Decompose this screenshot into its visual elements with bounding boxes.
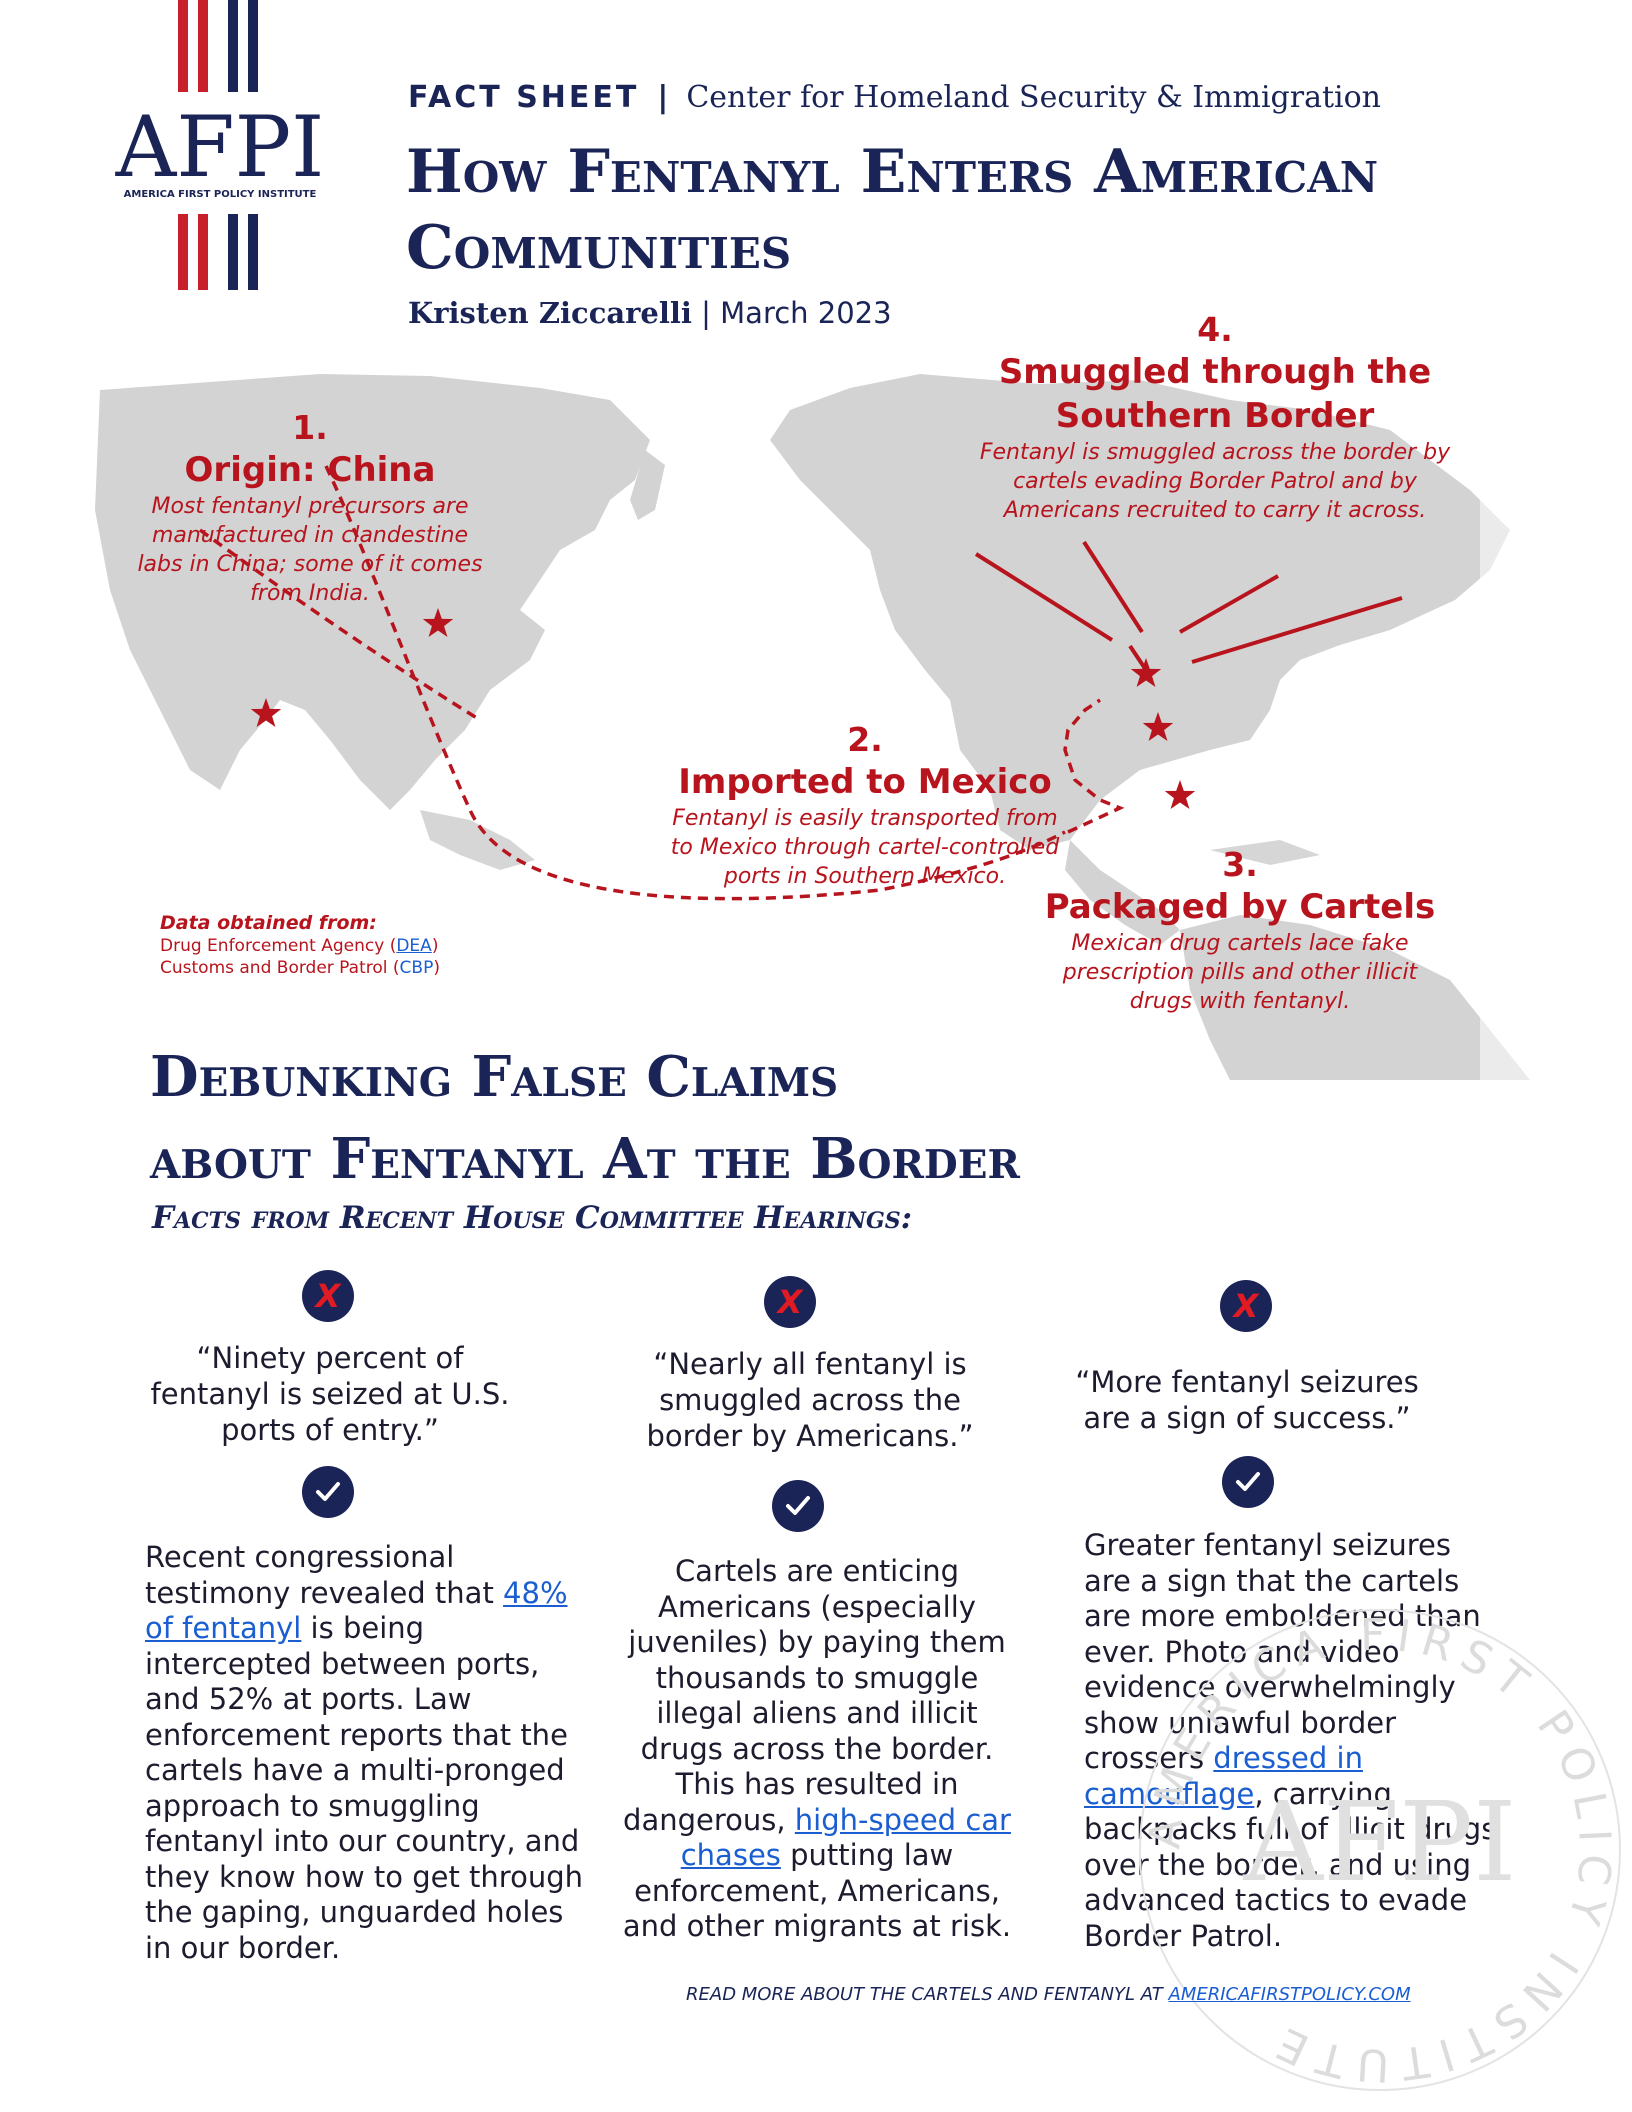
step-description: Fentanyl is easily transported from to M… xyxy=(670,806,1060,889)
sources-colon: : xyxy=(369,912,377,934)
center-name: Center for Homeland Security & Immigrati… xyxy=(686,80,1382,115)
step-title: Smuggled through the Southern Border xyxy=(998,352,1432,436)
false-mark: X xyxy=(315,1277,341,1315)
source-dea: Drug Enforcement Agency (DEA) xyxy=(160,935,440,957)
header-separator: | xyxy=(657,80,669,115)
step-title: Imported to Mexico xyxy=(678,762,1052,802)
publish-date: March 2023 xyxy=(720,296,892,330)
southeast-asia-islands xyxy=(420,810,535,870)
false-claim-x-icon: X xyxy=(764,1276,816,1328)
fact-check-icon xyxy=(1222,1456,1274,1508)
india-star xyxy=(250,698,282,727)
byline-separator: | xyxy=(701,296,711,330)
false-claim-x-icon: X xyxy=(302,1270,354,1322)
fact-text: Recent congressional testimony revealed … xyxy=(145,1540,585,1966)
claim-text: “More fentanyl seizures are a sign of su… xyxy=(1075,1365,1419,1435)
fact-text-start: Cartels are enticing Americans (especial… xyxy=(623,1554,1006,1837)
mexico-star xyxy=(1142,712,1174,741)
debunk-subheading: Facts from Recent House Committee Hearin… xyxy=(152,1200,913,1236)
step-description: Mexican drug cartels lace fake prescript… xyxy=(1062,931,1418,1014)
debunk-heading: Debunking False Claims about Fentanyl At… xyxy=(150,1036,1430,1200)
china-star xyxy=(422,608,454,637)
caribbean xyxy=(1210,840,1320,865)
false-mark: X xyxy=(1233,1287,1259,1325)
source-cbp: Customs and Border Patrol (CBP) xyxy=(160,957,440,979)
south-america-landmass xyxy=(1180,915,1530,1080)
header-line: FACT SHEET | Center for Homeland Security … xyxy=(408,80,1381,115)
debunk-heading-line1: Debunking False Claims xyxy=(150,1044,839,1110)
border-line-2 xyxy=(1082,540,1144,634)
step-packaged-by-cartels: 3. Packaged by Cartels Mexican drug cart… xyxy=(1030,845,1450,1016)
fact-text-start: Recent congressional testimony revealed … xyxy=(145,1540,504,1610)
footer-read-more: READ MORE ABOUT THE CARTELS AND FENTANYL… xyxy=(686,1984,1411,2005)
afpi-logo: AFPI AMERICA FIRST POLICY INSTITUTE xyxy=(115,0,325,290)
logo-wordmark: AFPI xyxy=(115,98,325,196)
border-line-4 xyxy=(1191,596,1403,664)
fact-sheet-label: FACT SHEET xyxy=(408,80,640,115)
debunk-heading-line2: about Fentanyl At the Border xyxy=(150,1126,1020,1192)
source-dea-name: Drug Enforcement Agency ( xyxy=(160,936,397,956)
fact-text-end: putting law enforcement, Americans, and … xyxy=(622,1838,1012,1943)
step-number: 4. xyxy=(1197,310,1233,349)
dea-link[interactable]: DEA xyxy=(396,936,432,956)
border-line-1 xyxy=(974,552,1114,642)
sources-label: Data obtained from xyxy=(160,912,370,934)
star-markers xyxy=(250,608,1196,809)
southern-mexico-star xyxy=(1164,780,1196,809)
logo-org-name: AMERICA FIRST POLICY INSTITUTE xyxy=(124,189,317,200)
fact-link-car-chases[interactable]: high-speed car chases xyxy=(680,1802,1011,1873)
cbp-abbr: CBP xyxy=(399,958,434,978)
step-title: Origin: China xyxy=(184,450,436,490)
author-name: Kristen Ziccarelli xyxy=(408,296,692,330)
false-mark: X xyxy=(777,1283,803,1321)
step-number: 2. xyxy=(847,720,883,759)
step-title: Packaged by Cartels xyxy=(1044,887,1436,927)
fact-text: Cartels are enticing Americans (especial… xyxy=(612,1554,1022,1945)
fact-check-icon xyxy=(302,1466,354,1518)
border-line-3 xyxy=(1179,574,1279,634)
north-america-landmass xyxy=(770,374,1510,850)
footer-website-link[interactable]: AMERICAFIRSTPOLICY.COM xyxy=(1168,1984,1411,2005)
japan xyxy=(630,450,665,520)
fact-link-camouflage[interactable]: dressed in camouflage xyxy=(1084,1741,1363,1811)
source-cbp-name: Customs and Border Patrol ( xyxy=(160,958,400,978)
world-map xyxy=(95,370,1552,1080)
step-smuggled-through-border: 4. Smuggled through the Southern Border … xyxy=(960,310,1470,525)
fact-check-icon xyxy=(772,1480,824,1532)
step-imported-to-mexico: 2. Imported to Mexico Fentanyl is easily… xyxy=(660,720,1070,891)
step-number: 3. xyxy=(1222,845,1258,884)
watermark-wordmark: AFPI xyxy=(1242,1778,1516,1906)
source-cbp-close: ) xyxy=(433,958,440,978)
step-description: Most fentanyl precursors are manufacture… xyxy=(137,494,483,606)
claim-text: “Ninety percent of fentanyl is seized at… xyxy=(150,1341,510,1447)
footer-text: READ MORE ABOUT THE CARTELS AND FENTANYL… xyxy=(686,1984,1169,2005)
false-claim-x-icon: X xyxy=(1220,1280,1272,1332)
border-star xyxy=(1130,658,1162,687)
fact-text-start: Greater fentanyl seizures are a sign tha… xyxy=(1084,1528,1481,1775)
route-india-to-pacific xyxy=(198,528,481,722)
central-america xyxy=(1065,840,1180,945)
asia-landmass xyxy=(95,374,650,810)
fact-text-end: is being intercepted between ports, and … xyxy=(145,1611,584,1965)
byline: Kristen Ziccarelli | March 2023 xyxy=(408,296,892,330)
data-sources: Data obtained from: Drug Enforcement Age… xyxy=(160,912,440,979)
claim-text: “Nearly all fentanyl is smuggled across … xyxy=(646,1347,974,1453)
afpi-watermark-seal: AMERICA FIRST POLICY INSTITUTE AFPI xyxy=(1139,1609,1621,2091)
route-packaging-to-border xyxy=(1063,698,1125,834)
page-title: How Fentanyl Enters American Communities xyxy=(406,137,1379,283)
east-fade xyxy=(1480,370,1552,1080)
source-dea-close: ) xyxy=(431,936,439,956)
fact-link-48-percent[interactable]: 48% of fentanyl xyxy=(145,1575,568,1646)
step-description: Fentanyl is smuggled across the border b… xyxy=(979,440,1451,523)
step-number: 1. xyxy=(292,408,328,447)
step-origin-china: 1. Origin: China Most fentanyl precursor… xyxy=(130,408,490,608)
